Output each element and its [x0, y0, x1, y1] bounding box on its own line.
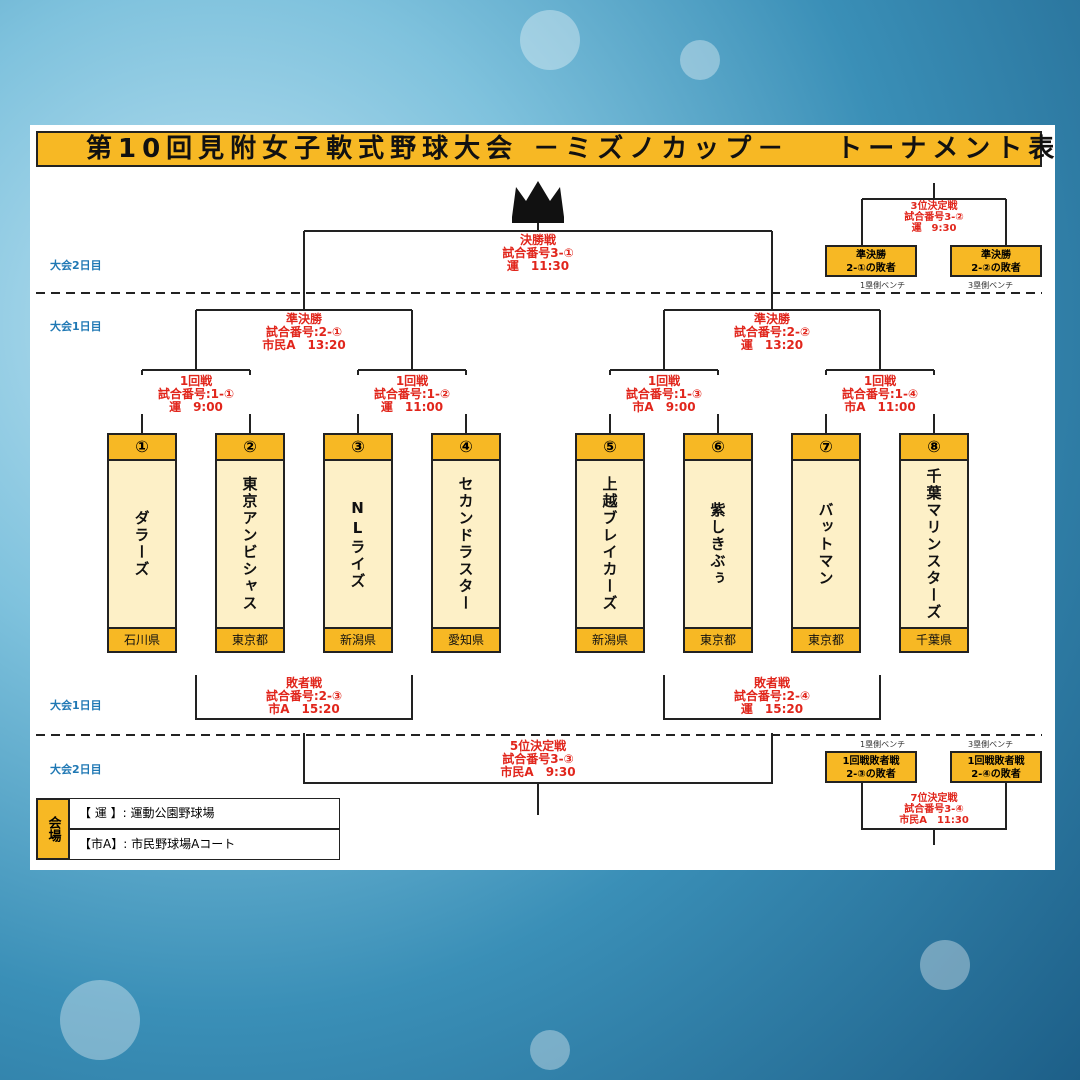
day-label: 大会1日目: [50, 699, 102, 712]
team-name: 東京アンビシャス: [240, 476, 259, 612]
team-prefecture: 愛知県: [433, 627, 499, 651]
team-name: ダラーズ: [132, 510, 151, 578]
team-card: ③ NLライズ 新潟県: [323, 433, 393, 653]
team-number: ⑥: [685, 435, 751, 461]
team-name: バットマン: [816, 501, 835, 587]
team-prefecture: 新潟県: [325, 627, 391, 651]
bokeh-light: [60, 980, 140, 1060]
venue-label: 会場: [36, 798, 70, 860]
team-name: 上越ブレイカーズ: [600, 476, 619, 612]
team-name: NLライズ: [348, 498, 367, 590]
bokeh-light: [920, 940, 970, 990]
team-number: ①: [109, 435, 175, 461]
team-number: ②: [217, 435, 283, 461]
venue-row: 【市A】: 市民野球場Aコート: [68, 829, 340, 860]
team-name: セカンドラスター: [456, 476, 475, 612]
crown-icon: [512, 181, 564, 217]
team-card: ② 東京アンビシャス 東京都: [215, 433, 285, 653]
team-card: ④ セカンドラスター 愛知県: [431, 433, 501, 653]
day-label: 大会2日目: [50, 763, 102, 776]
day-label: 大会1日目: [50, 320, 102, 333]
team-number: ③: [325, 435, 391, 461]
venue-row: 【 運 】: 運動公園野球場: [68, 798, 340, 829]
team-number: ⑤: [577, 435, 643, 461]
team-prefecture: 石川県: [109, 627, 175, 651]
bokeh-light: [520, 10, 580, 70]
bench-label: 1塁側ベンチ: [860, 281, 906, 290]
day-label: 大会2日目: [50, 259, 102, 272]
team-name: 紫しきぶぅ: [708, 501, 727, 587]
team-number: ⑧: [901, 435, 967, 461]
team-card: ⑥ 紫しきぶぅ 東京都: [683, 433, 753, 653]
team-prefecture: 東京都: [793, 627, 859, 651]
bench-label: 3塁側ベンチ: [968, 740, 1014, 749]
team-card: ⑤ 上越ブレイカーズ 新潟県: [575, 433, 645, 653]
bokeh-light: [530, 1030, 570, 1070]
bench-label: 3塁側ベンチ: [968, 281, 1014, 290]
page-title: 第10回見附女子軟式野球大会 －ミズノカップ－ トーナメント表: [36, 131, 1054, 167]
team-prefecture: 東京都: [685, 627, 751, 651]
tournament-sheet: 第10回見附女子軟式野球大会 －ミズノカップ－ トーナメント表: [30, 125, 1055, 870]
crown-base: [512, 217, 564, 223]
team-name: 千葉マリンスターズ: [924, 467, 943, 621]
team-prefecture: 新潟県: [577, 627, 643, 651]
bench-label: 1塁側ベンチ: [860, 740, 906, 749]
bokeh-light: [680, 40, 720, 80]
team-number: ④: [433, 435, 499, 461]
team-card: ⑦ バットマン 東京都: [791, 433, 861, 653]
team-card: ① ダラーズ 石川県: [107, 433, 177, 653]
team-number: ⑦: [793, 435, 859, 461]
team-prefecture: 東京都: [217, 627, 283, 651]
venue-legend: 会場 【 運 】: 運動公園野球場 【市A】: 市民野球場Aコート: [36, 798, 340, 860]
team-prefecture: 千葉県: [901, 627, 967, 651]
team-card: ⑧ 千葉マリンスターズ 千葉県: [899, 433, 969, 653]
